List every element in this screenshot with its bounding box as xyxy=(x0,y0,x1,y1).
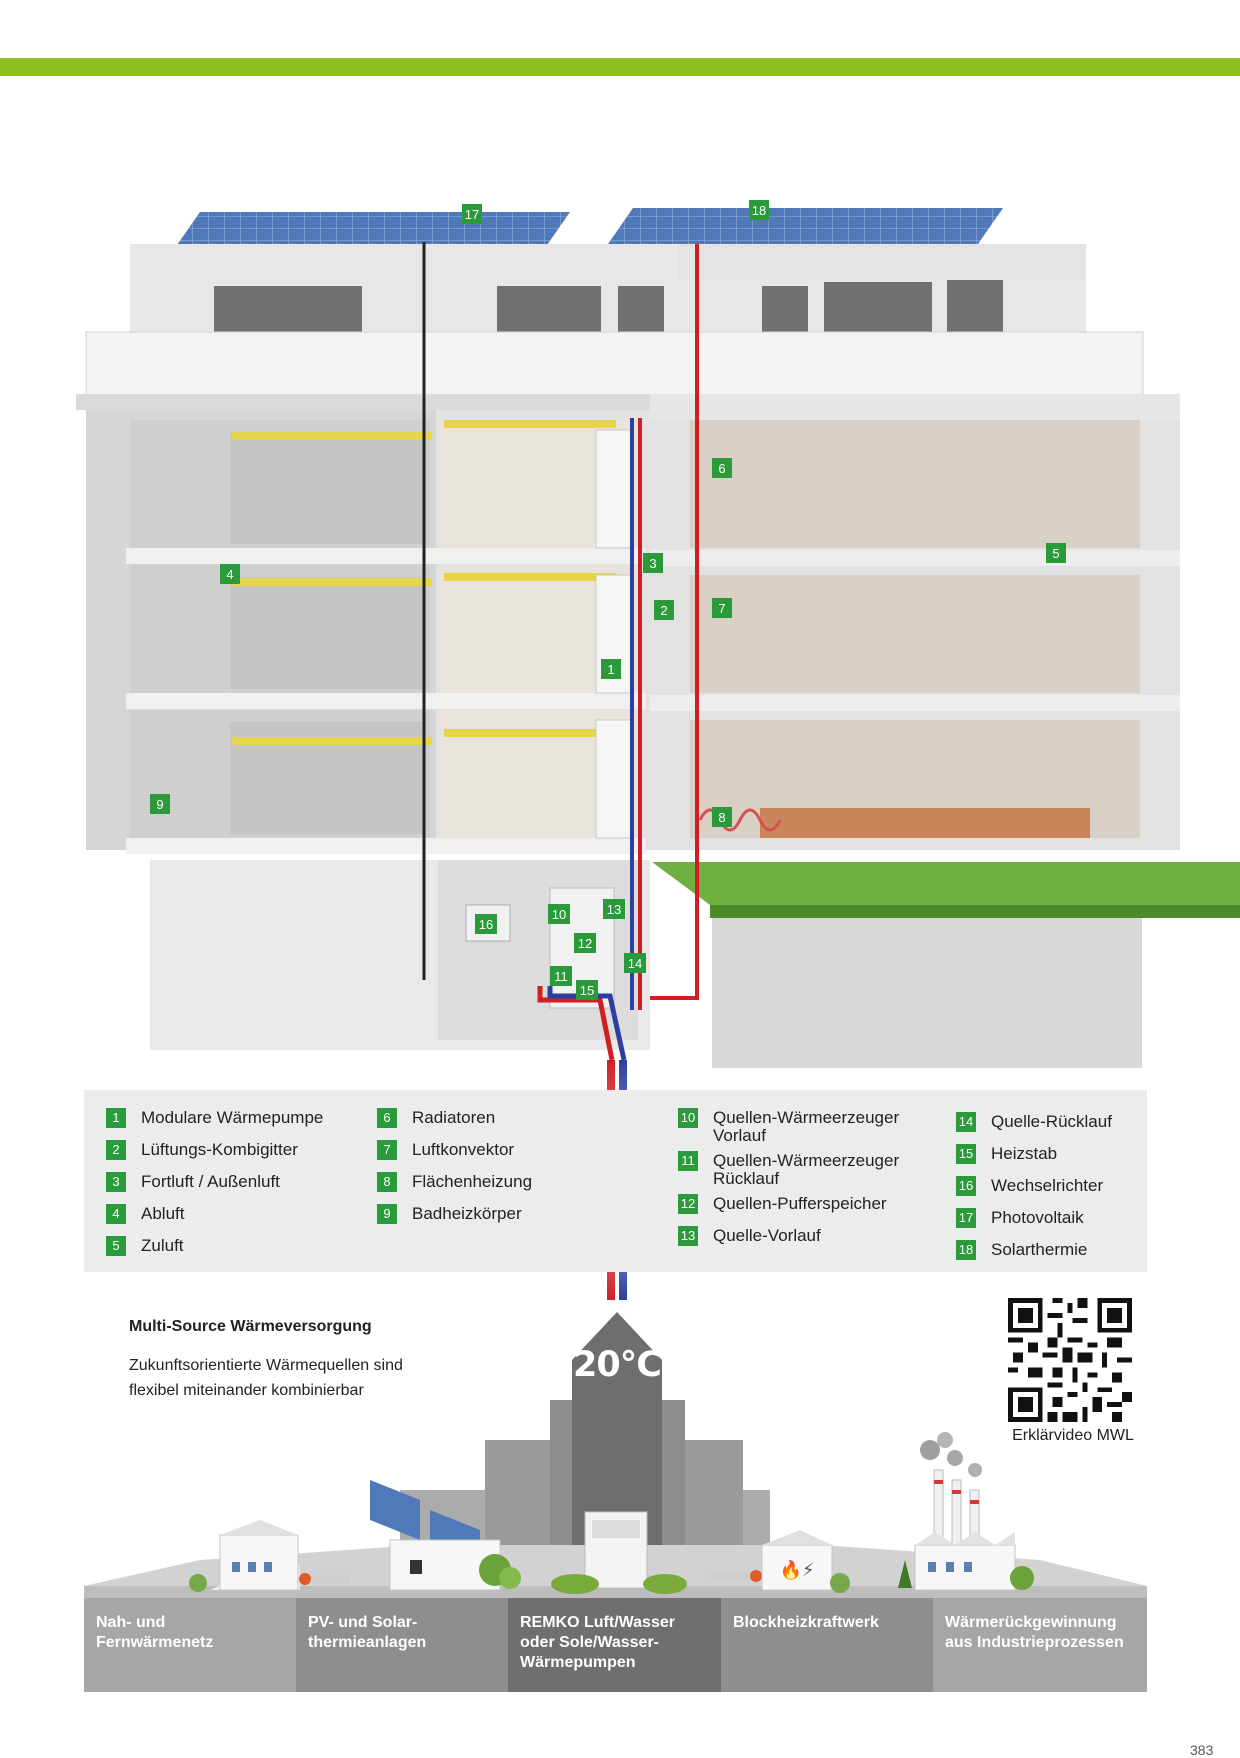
svg-text:5: 5 xyxy=(1052,546,1059,561)
callout-6: 6 xyxy=(712,458,732,478)
callout-15: 15 xyxy=(576,980,598,1000)
svg-text:3: 3 xyxy=(649,556,656,571)
qr-caption: Erklärvideo MWL xyxy=(1012,1427,1134,1444)
svg-text:16: 16 xyxy=(479,917,493,932)
svg-text:1: 1 xyxy=(607,662,614,677)
svg-text:15: 15 xyxy=(580,983,594,998)
svg-text:13: 13 xyxy=(607,902,621,917)
multisource-title: Multi-Source Wärmeversorgung xyxy=(129,1318,372,1335)
multisource-description: Zukunftsorientierte Wärmequellen sind fl… xyxy=(129,1357,403,1399)
callout-10: 10 xyxy=(548,904,570,924)
svg-text:12: 12 xyxy=(578,936,592,951)
callout-17: 17 xyxy=(462,204,482,224)
qr-code-icon[interactable] xyxy=(1008,1298,1132,1422)
callout-4: 4 xyxy=(220,564,240,584)
svg-text:10: 10 xyxy=(552,907,566,922)
page-number: 383 xyxy=(1190,1742,1214,1758)
callout-1: 1 xyxy=(601,659,621,679)
left-apartments xyxy=(126,420,440,898)
svg-text:17: 17 xyxy=(465,207,479,222)
source-label-chp: Blockheizkraftwerk xyxy=(733,1614,879,1631)
source-label-pv-solar: PV- und Solar-thermieanlagen xyxy=(308,1614,427,1651)
callout-7: 7 xyxy=(712,598,732,618)
svg-text:4: 4 xyxy=(226,567,233,582)
svg-text:6: 6 xyxy=(718,461,725,476)
svg-text:8: 8 xyxy=(718,810,725,825)
callout-3: 3 xyxy=(643,553,663,573)
right-apartments xyxy=(650,394,1180,838)
callout-9: 9 xyxy=(150,794,170,814)
svg-text:14: 14 xyxy=(628,956,642,971)
accent-bar xyxy=(0,58,1240,76)
svg-text:9: 9 xyxy=(156,797,163,812)
temperature-label: 20°C xyxy=(573,1345,662,1385)
svg-text:11: 11 xyxy=(554,969,568,984)
callout-18: 18 xyxy=(749,200,769,220)
callout-14: 14 xyxy=(624,953,646,973)
svg-text:18: 18 xyxy=(752,203,766,218)
svg-text:2: 2 xyxy=(660,603,667,618)
callout-5: 5 xyxy=(1046,543,1066,563)
svg-text:7: 7 xyxy=(718,601,725,616)
callout-13: 13 xyxy=(603,899,625,919)
callout-11: 11 xyxy=(550,966,572,986)
callout-8: 8 xyxy=(712,807,732,827)
middle-apartments xyxy=(436,420,646,854)
callout-12: 12 xyxy=(574,933,596,953)
callout-2: 2 xyxy=(654,600,674,620)
callout-16: 16 xyxy=(475,914,497,934)
solar-panels-left xyxy=(175,212,570,248)
solar-thermal-right xyxy=(608,208,1003,244)
